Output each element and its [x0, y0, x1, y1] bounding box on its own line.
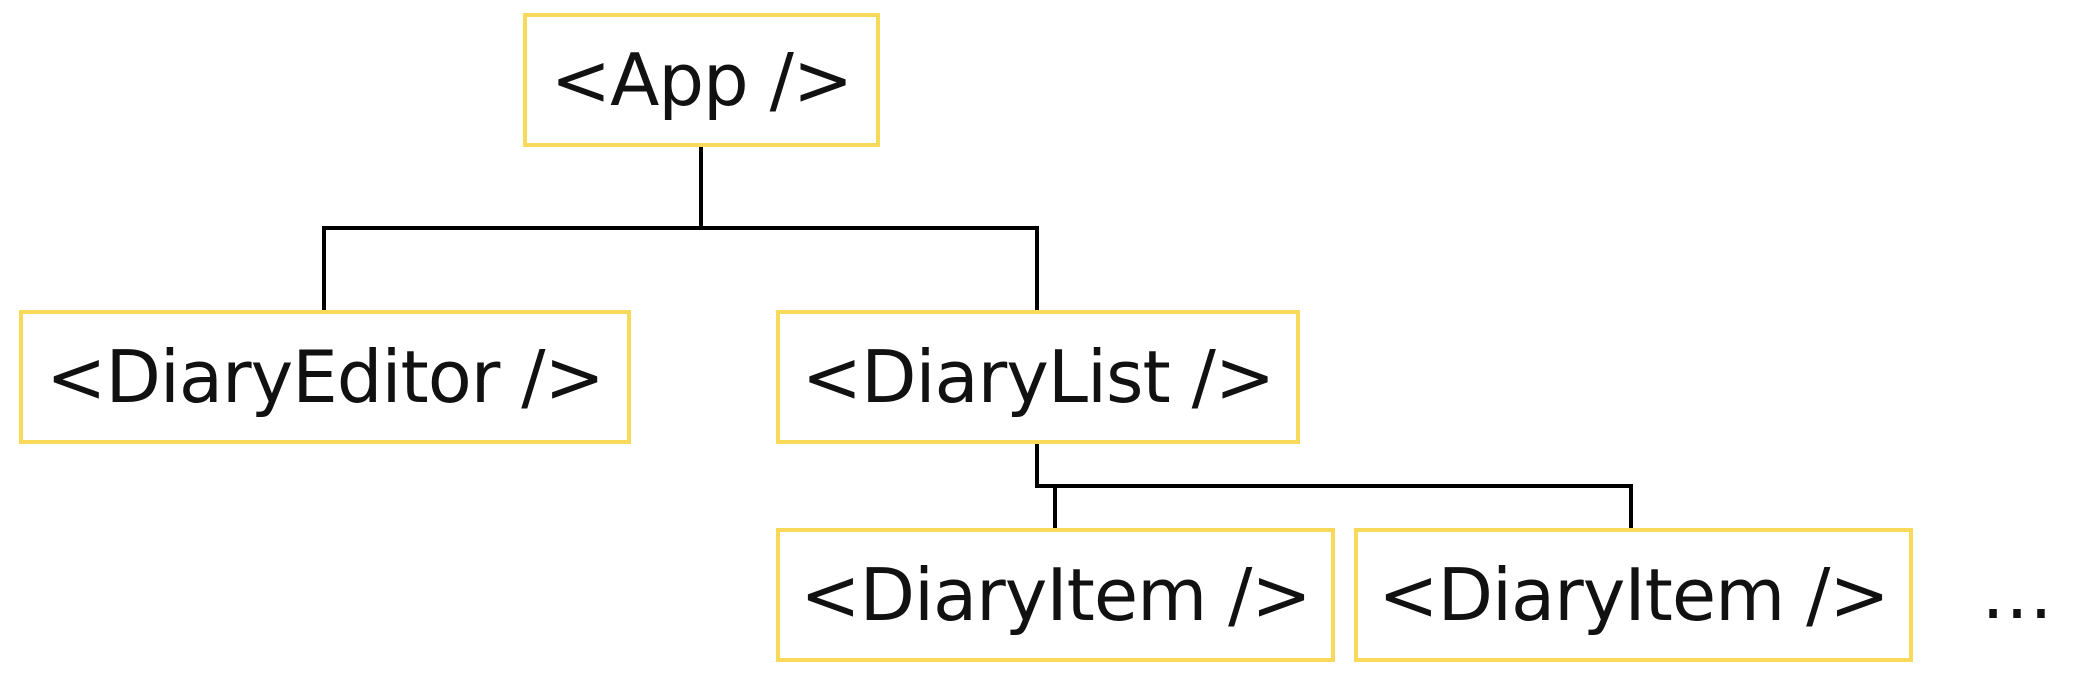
more-items-ellipsis: …	[1981, 551, 2053, 635]
diary-item-component-node: <DiaryItem />	[1354, 528, 1913, 662]
diary-item-component-node: <DiaryItem />	[776, 528, 1335, 662]
list-to-items-connector	[1035, 442, 1633, 530]
app-to-children-connector	[322, 145, 1039, 312]
diary-list-component-node: <DiaryList />	[776, 310, 1300, 444]
diary-editor-component-node: <DiaryEditor />	[19, 310, 631, 444]
app-component-node: <App />	[523, 13, 880, 147]
